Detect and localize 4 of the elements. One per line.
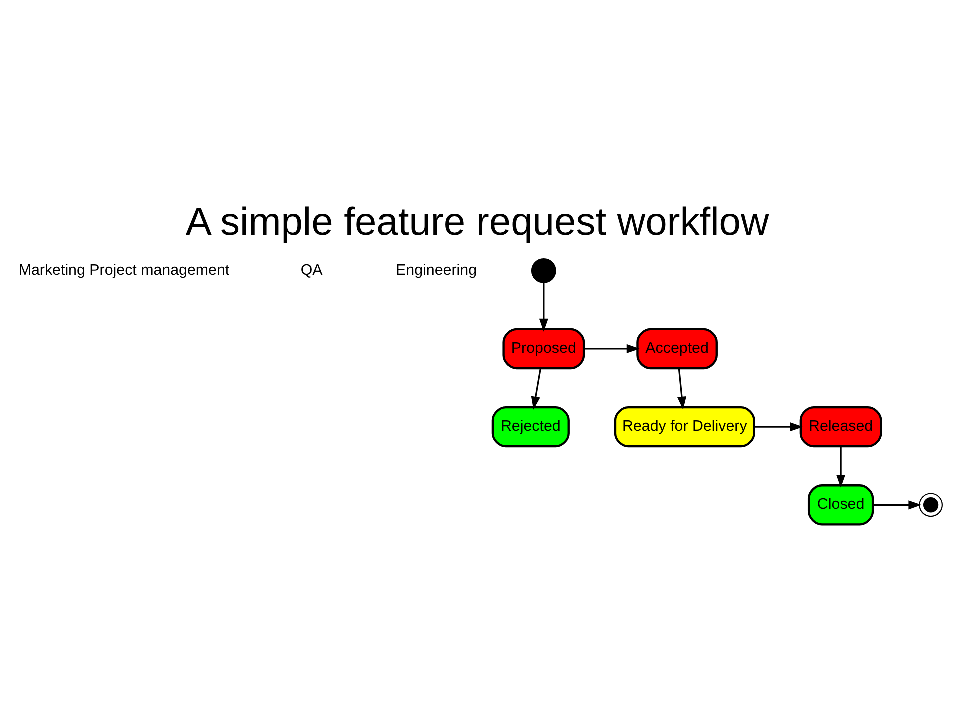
label: Marketing Project management <box>18 262 230 279</box>
diagram-title: A simple feature request workflow <box>186 200 770 244</box>
label: Engineering <box>396 262 478 279</box>
label: QA <box>300 262 323 279</box>
